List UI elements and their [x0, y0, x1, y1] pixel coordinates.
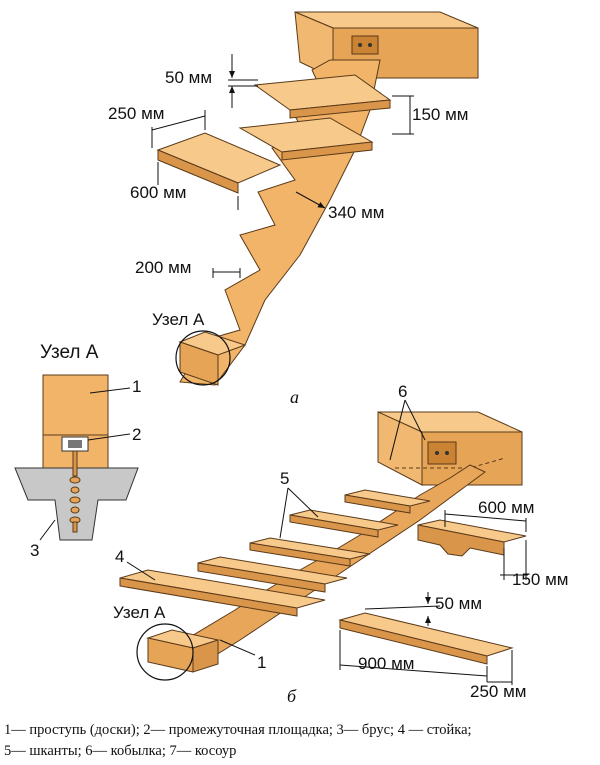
dim-a-50: 50 мм	[165, 68, 212, 87]
dim-a-150: 150 мм	[412, 105, 468, 124]
node-a-circle	[175, 330, 231, 386]
tread-b-3	[249, 537, 371, 567]
dim-a-600: 600 мм	[130, 183, 186, 202]
node-b-label: Узел А	[113, 603, 166, 622]
detail-callout-1: 1	[132, 377, 141, 396]
caption-line-2: 5— шканты; 6— кобылка; 7— косоур	[4, 743, 237, 759]
tread-a-2	[238, 117, 374, 161]
kobylka-part	[417, 519, 527, 557]
dim-b-50: 50 мм	[435, 594, 482, 613]
tread-b-5	[344, 489, 431, 514]
node-detail-title: Узел А	[40, 342, 99, 363]
dim-a-250: 250 мм	[108, 104, 164, 123]
tread-a-1	[253, 74, 392, 119]
figure-b-label: б	[287, 686, 297, 706]
dim-b-900: 900 мм	[358, 654, 414, 673]
top-beam-b	[377, 411, 523, 486]
tread-a-3	[156, 132, 282, 194]
detail-callout-2: 2	[132, 425, 141, 444]
node-detail: Узел А 1 2 3	[14, 342, 141, 560]
callout-4: 4	[115, 547, 124, 566]
tread-part	[338, 612, 514, 665]
concrete-base	[14, 467, 139, 541]
figure-a: 50 мм 250 мм 150 мм 600 мм 340 мм 200 мм…	[108, 11, 479, 407]
anchor-bolt	[69, 450, 81, 533]
dim-a-200: 200 мм	[135, 258, 191, 277]
dim-b-250: 250 мм	[470, 682, 526, 701]
node-b-circle	[136, 623, 194, 681]
callout-1: 1	[257, 653, 266, 672]
tread-b-4	[289, 509, 399, 538]
callout-6: 6	[398, 382, 407, 401]
tread-b-2	[197, 556, 348, 593]
dim-b-150: 150 мм	[512, 570, 568, 589]
tread-b-1	[119, 569, 326, 617]
callout-5: 5	[280, 469, 289, 488]
figure-a-label: а	[290, 387, 299, 407]
caption: 1— проступь (доски); 2— промежуточная пл…	[4, 720, 596, 762]
node-a-label: Узел А	[152, 310, 205, 329]
staircase-diagram: 50 мм 250 мм 150 мм 600 мм 340 мм 200 мм…	[14, 11, 568, 706]
dim-a-340: 340 мм	[328, 203, 384, 222]
figure-b: 600 мм 150 мм 50 мм 900 мм 250 мм 6 5 4 …	[113, 382, 568, 706]
dim-b-600: 600 мм	[478, 498, 534, 517]
bottom-block-b	[146, 629, 220, 673]
detail-callout-3: 3	[30, 541, 39, 560]
caption-line-1: 1— проступь (доски); 2— промежуточная пл…	[4, 722, 472, 738]
